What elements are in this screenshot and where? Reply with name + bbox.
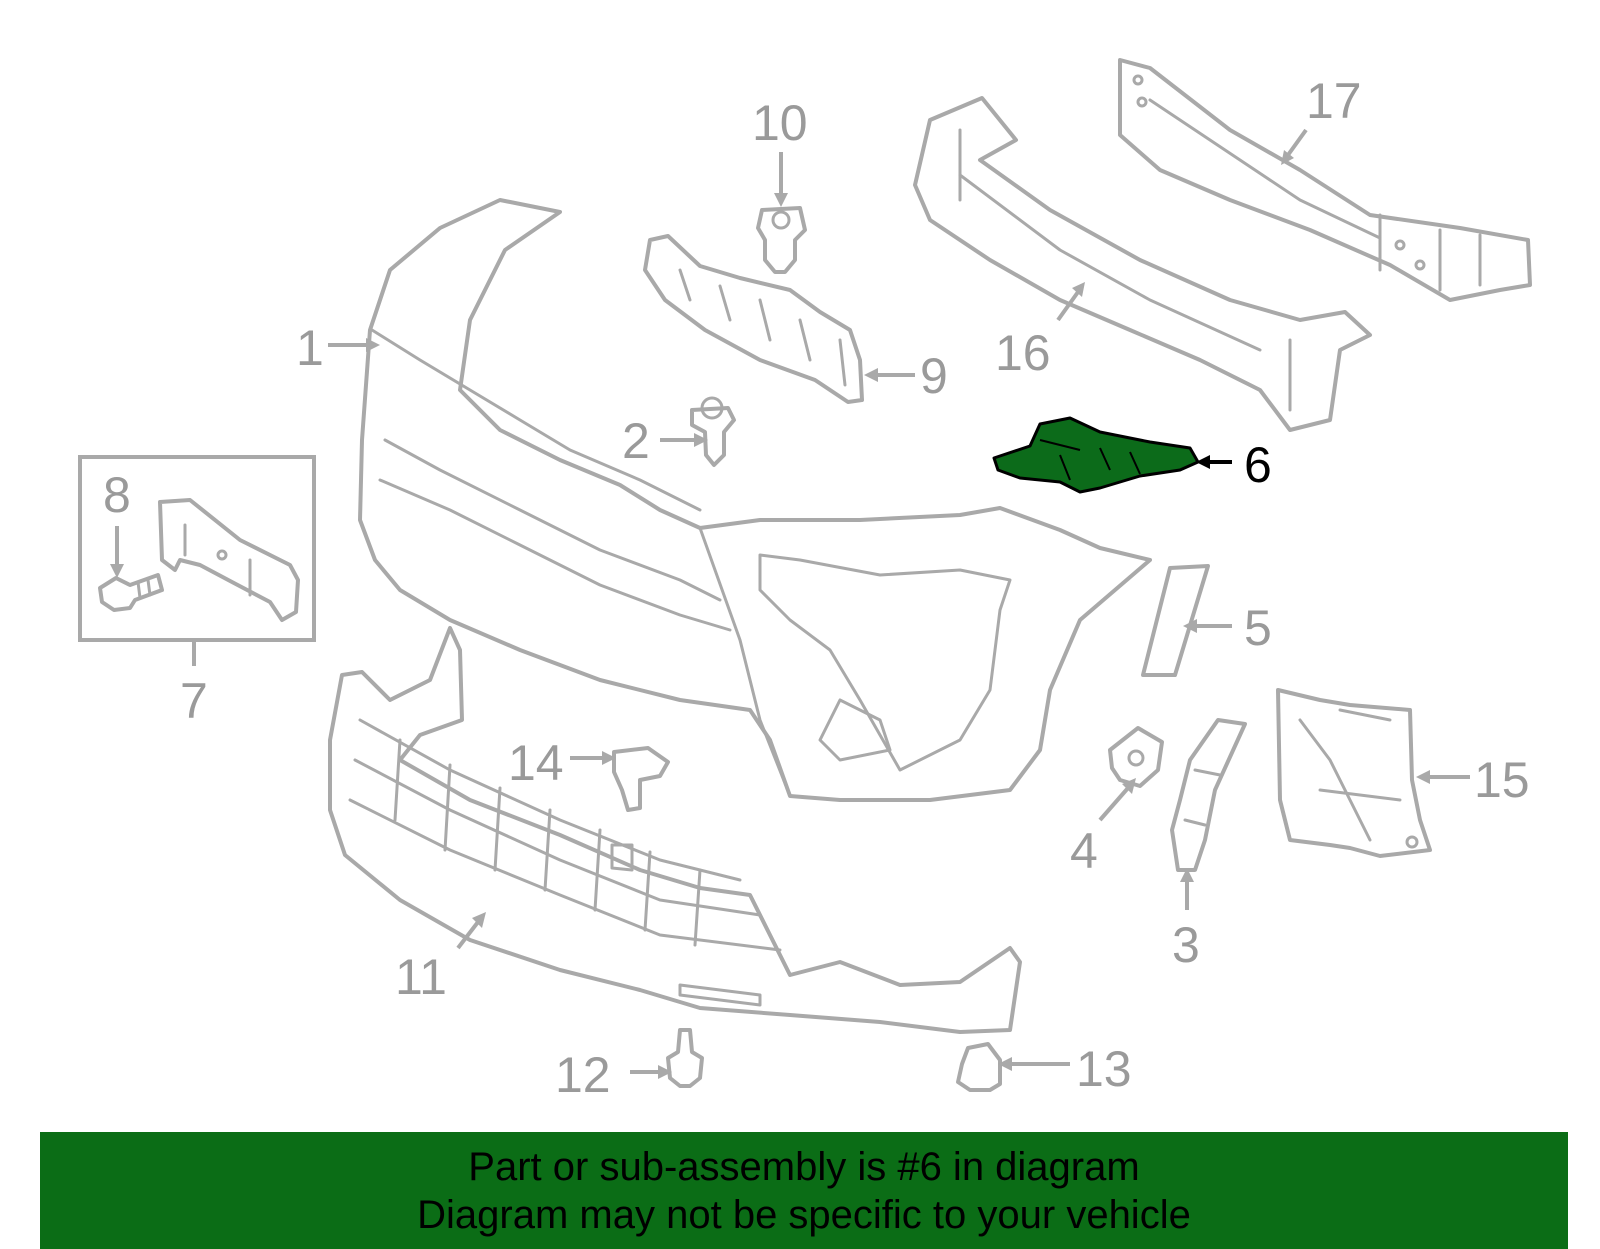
callout-6: 6	[1244, 437, 1272, 493]
part-12-clip	[666, 1028, 704, 1088]
callout-13: 13	[1076, 1041, 1132, 1097]
callout-3: 3	[1172, 917, 1200, 973]
part-14-clip	[612, 746, 670, 812]
part-6-highlighted-bracket	[992, 416, 1200, 494]
part-8-bolt	[98, 573, 164, 612]
callout-7: 7	[180, 673, 208, 729]
part-5-reflector	[1141, 564, 1210, 677]
part-9-bracket	[643, 234, 864, 404]
part-11-lower-panel	[328, 626, 1022, 1034]
callout-4: 4	[1070, 823, 1098, 879]
info-banner: Part or sub-assembly is #6 in diagram Di…	[40, 1132, 1568, 1249]
part-15-side-support	[1276, 688, 1432, 858]
parts-diagram: 1 2 3 4 5 6 7 8 9 10 11 12 13 14 15 16 1…	[78, 58, 1532, 1103]
callout-17: 17	[1306, 73, 1362, 129]
part-2-clip	[690, 396, 736, 467]
callout-16: 16	[995, 325, 1051, 381]
banner-line-1: Part or sub-assembly is #6 in diagram	[468, 1144, 1140, 1189]
callout-15: 15	[1474, 752, 1530, 808]
leader-arrows	[110, 128, 1470, 1079]
part-10-clip	[756, 206, 807, 274]
callout-14: 14	[508, 735, 564, 791]
callout-labels: 1 2 3 4 5 6 7 8 9 10 11 12 13 14 15 16 1…	[103, 73, 1530, 1103]
part-16-energy-absorber	[913, 96, 1372, 432]
part-4-retainer	[1108, 726, 1164, 788]
part-13-clip	[956, 1042, 1002, 1092]
callout-11: 11	[395, 949, 447, 1005]
part-1-bumper-cover	[358, 198, 1152, 802]
callout-1: 1	[296, 320, 324, 376]
part-3-side-bracket	[1170, 718, 1247, 872]
callout-9: 9	[920, 348, 948, 404]
part-17-bumper-reinforcement	[1118, 58, 1532, 302]
callout-12: 12	[555, 1047, 611, 1103]
callout-8: 8	[103, 467, 131, 523]
callout-2: 2	[622, 413, 650, 469]
callout-5: 5	[1244, 600, 1272, 656]
banner-line-2: Diagram may not be specific to your vehi…	[417, 1192, 1191, 1237]
callout-10: 10	[752, 95, 808, 151]
